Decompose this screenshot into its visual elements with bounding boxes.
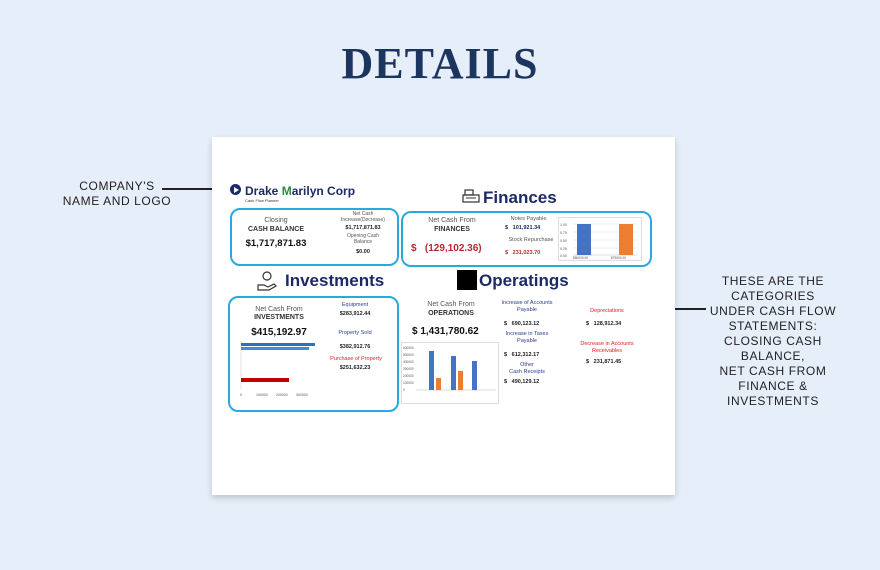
other-receipts-label: Other Cash Receipts xyxy=(509,362,545,375)
operatings-heading: Operatings xyxy=(479,271,569,290)
property-sold-value: $382,912.76 xyxy=(339,344,371,350)
investments-label2: INVESTMENTS xyxy=(254,314,304,321)
taxes-label: Increase in Taxes Payable xyxy=(505,331,549,344)
operations-value: $ 1,431,780.62 xyxy=(412,326,479,337)
finances-xtick: $80000.00 xyxy=(573,256,588,260)
equipment-label: Equipment xyxy=(341,302,369,308)
finances-ytick: 1.00 xyxy=(560,223,567,227)
purchase-property-label: Purchase of Property xyxy=(330,356,382,362)
operations-bar-3 xyxy=(451,356,456,390)
operations-chart: 600000 500000 400000 300000 200000 10000… xyxy=(401,342,499,404)
notes-payable-value: $ 101,921.34 xyxy=(505,225,541,231)
finances-chart: 1.00 0.75 0.50 0.25 0.00 $80000.00 $7500… xyxy=(558,217,642,261)
categories-callout: THESE ARE THE CATEGORIES UNDER CASH FLOW… xyxy=(709,274,837,408)
operations-bar-4 xyxy=(458,371,463,390)
finances-bar-1 xyxy=(577,224,591,255)
finances-xtick: $75000.00 xyxy=(611,256,626,260)
operations-ytick: 200000 xyxy=(403,374,414,378)
finances-value: $ (129,102.36) xyxy=(411,243,482,254)
finances-ytick: 0.25 xyxy=(560,247,567,251)
operations-ytick: 600000 xyxy=(403,346,414,350)
purchase-property-value: $251,632.23 xyxy=(339,365,371,371)
finances-label1: Net Cash From xyxy=(428,217,476,224)
company-subtitle: Cash Flow Planner xyxy=(245,198,279,203)
closing-value: $1,717,871.83 xyxy=(245,238,307,249)
company-logo-icon xyxy=(230,184,241,195)
investments-label1: Net Cash From xyxy=(255,306,303,313)
investments-bar-2 xyxy=(241,347,309,350)
finances-bar-2 xyxy=(619,224,633,255)
dashboard-sheet: Drake Marilyn Corp Cash Flow Planner Clo… xyxy=(212,137,675,495)
operations-bar-1 xyxy=(429,351,434,390)
investments-xtick: 200000 xyxy=(276,393,288,397)
operations-ytick: 100000 xyxy=(403,381,414,385)
closing-label: Closing xyxy=(264,217,288,224)
stock-repurchase-value: $ 231,023.70 xyxy=(505,250,541,256)
other-receipts-value: $ 490,129.12 xyxy=(504,379,540,385)
notes-payable-label: Notes Payable xyxy=(510,216,547,222)
operations-bar-5 xyxy=(472,361,477,390)
opening-label: Opening Cash Balance xyxy=(347,233,379,245)
ar-label: Increase of Accounts Payable xyxy=(501,300,553,313)
operations-ytick: 300000 xyxy=(403,367,414,371)
depreciations-value: $ 128,912.34 xyxy=(586,321,622,327)
finances-ytick: 0.00 xyxy=(560,254,567,258)
page-title: DETAILS xyxy=(341,39,539,88)
investments-bar-1 xyxy=(241,343,315,346)
taxes-value: $ 612,312.17 xyxy=(504,352,540,358)
hand-money-icon xyxy=(256,270,278,292)
equipment-value: $283,912.44 xyxy=(339,311,371,317)
finances-label2: FINANCES xyxy=(434,226,470,233)
company-callout-line xyxy=(162,188,230,190)
investments-bar-3 xyxy=(241,378,289,382)
finances-ytick: 0.50 xyxy=(560,239,567,243)
finances-panel: Net Cash From FINANCES $ (129,102.36) No… xyxy=(401,211,652,267)
operations-label1: Net Cash From xyxy=(427,301,475,308)
opening-value: $0.00 xyxy=(356,249,370,255)
investments-xtick: 0 xyxy=(240,393,242,397)
finances-heading: Finances xyxy=(483,188,557,207)
company-logo-callout: COMPANY'S NAME AND LOGO xyxy=(62,179,172,208)
operations-label2: OPERATIONS xyxy=(428,310,474,317)
depreciations-label: Depreciations xyxy=(590,308,624,314)
decrease-ar-value: $ 231,871.45 xyxy=(586,359,622,365)
company-name: Drake Marilyn Corp xyxy=(245,184,356,198)
stock-repurchase-label: Stock Repurchase xyxy=(508,237,554,243)
operations-ytick: 0 xyxy=(403,388,405,392)
investments-xtick: 300000 xyxy=(296,393,308,397)
investments-xtick: 100000 xyxy=(256,393,268,397)
property-sold-label: Property Sold xyxy=(338,330,372,336)
operations-bar-2 xyxy=(436,378,441,390)
cash-register-icon xyxy=(462,189,480,203)
finances-ytick: 0.75 xyxy=(560,231,567,235)
investments-heading: Investments xyxy=(285,271,385,290)
net-increase-label: Net Cash Increase(Decrease) xyxy=(341,211,385,223)
decrease-ar-label: Decrease in Accounts Receivables xyxy=(580,341,634,354)
operatings-icon xyxy=(457,270,477,290)
ar-value: $ 690,123.12 xyxy=(504,321,540,327)
net-increase-value: $1,717,871.83 xyxy=(345,225,381,231)
investments-panel: Net Cash From INVESTMENTS $415,192.97 Eq… xyxy=(228,296,399,412)
operations-ytick: 400000 xyxy=(403,360,414,364)
cash-balance-label: CASH BALANCE xyxy=(248,226,304,233)
operations-ytick: 500000 xyxy=(403,353,414,357)
investments-value: $415,192.97 xyxy=(251,327,307,338)
investments-chart: 0 100000 200000 300000 xyxy=(238,339,318,399)
closing-balance-panel: Closing CASH BALANCE $1,717,871.83 Net C… xyxy=(230,208,399,266)
